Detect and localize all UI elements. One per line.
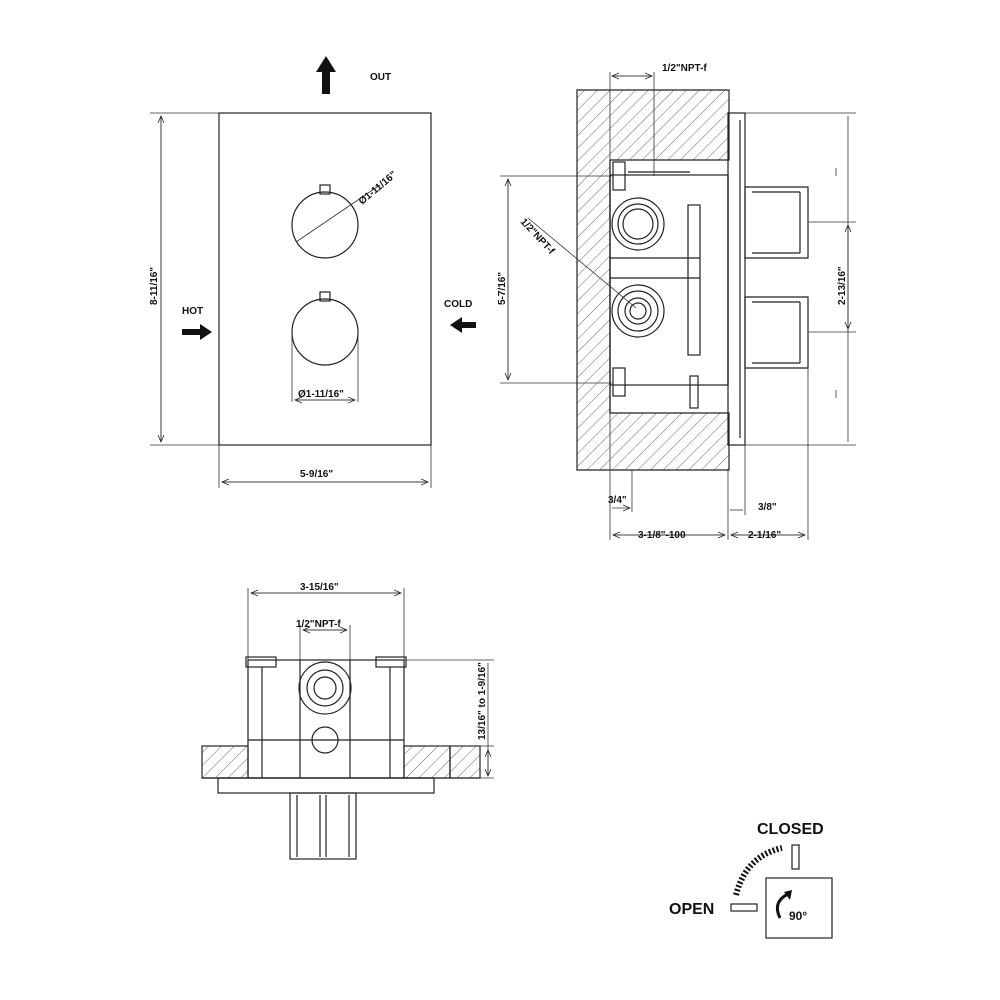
- out-label: OUT: [370, 72, 391, 83]
- bottom-range-dimension: 13/16" to 1-9/16": [404, 659, 494, 779]
- angle-label: 90°: [789, 909, 807, 923]
- front-height-label: 8-11/16": [149, 267, 160, 305]
- bottom-knob-stem: [289, 792, 357, 860]
- open-label: OPEN: [669, 901, 714, 918]
- out-arrow-icon: [316, 56, 336, 94]
- bottom-body: [245, 656, 407, 779]
- bottom-wall-section: [201, 745, 481, 779]
- knob-bottom-diameter-label: Ø1-11/16": [298, 389, 344, 400]
- dim-3-8-label: 3/8": [758, 502, 777, 513]
- side-knob-lower: [744, 296, 809, 369]
- rotation-box: [765, 877, 833, 939]
- lower-port: [611, 284, 665, 338]
- closed-indicator-icon: [791, 844, 800, 870]
- front-width-label: 5-9/16": [300, 469, 333, 480]
- front-view: OUT 8-11/16" 5-9/16" Ø1-11/16": [149, 56, 476, 488]
- cold-arrow-icon: [450, 317, 476, 333]
- side-height-label: 5-7/16": [497, 272, 508, 305]
- dim-3-4-label: 3/4": [608, 495, 627, 506]
- side-top-npt-dimension: 1/2"NPT-f: [609, 63, 707, 176]
- wall-section: [576, 89, 730, 471]
- side-depth-label: 3-1/8"-100: [638, 530, 686, 541]
- front-plate: [218, 112, 432, 446]
- side-bottom-dimensions: 3/4" 3/8" 3-1/8"-100 2-1/16": [608, 368, 809, 541]
- cold-label: COLD: [444, 299, 472, 310]
- side-plate: [727, 112, 746, 446]
- knob-top-diameter-label: Ø1-11/16": [357, 169, 399, 207]
- rotation-legend: CLOSED OPEN 90°: [669, 821, 833, 939]
- bottom-plate: [217, 777, 435, 794]
- bottom-knob: Ø1-11/16": [291, 291, 359, 402]
- side-height-dimension: 5-7/16": [497, 175, 612, 384]
- front-width-dimension: 5-9/16": [218, 445, 432, 488]
- side-knob-upper: [744, 186, 809, 259]
- side-depth-right-label: 2-1/16": [748, 530, 781, 541]
- npt-top-label: 1/2"NPT-f: [662, 63, 707, 74]
- hot-label: HOT: [182, 306, 203, 317]
- side-right-height-label: 2-13/16": [837, 266, 848, 305]
- bottom-npt-label: 1/2"NPT-f: [296, 619, 341, 630]
- closed-label: CLOSED: [757, 821, 824, 838]
- rotate-arrow-icon: [775, 890, 792, 919]
- valve-body: [609, 161, 729, 409]
- open-indicator-icon: [730, 903, 758, 912]
- bottom-range-label: 13/16" to 1-9/16": [477, 662, 488, 740]
- front-height-dimension: 8-11/16": [149, 112, 219, 446]
- side-right-dimension: 2-13/16": [745, 112, 856, 446]
- top-knob: Ø1-11/16": [291, 169, 399, 259]
- hot-arrow-icon: [182, 324, 212, 340]
- rotation-arc-icon: [733, 845, 783, 896]
- bottom-width-label: 3-15/16": [300, 582, 339, 593]
- upper-port: [611, 197, 665, 251]
- side-view: 1/2"NPT-f 1/2"NPT-f 5-7/16" 2-13/16": [497, 63, 856, 541]
- bottom-view: 3-15/16" 1/2"NPT-f: [201, 582, 494, 860]
- bottom-width-dimension: 3-15/16": [247, 582, 405, 660]
